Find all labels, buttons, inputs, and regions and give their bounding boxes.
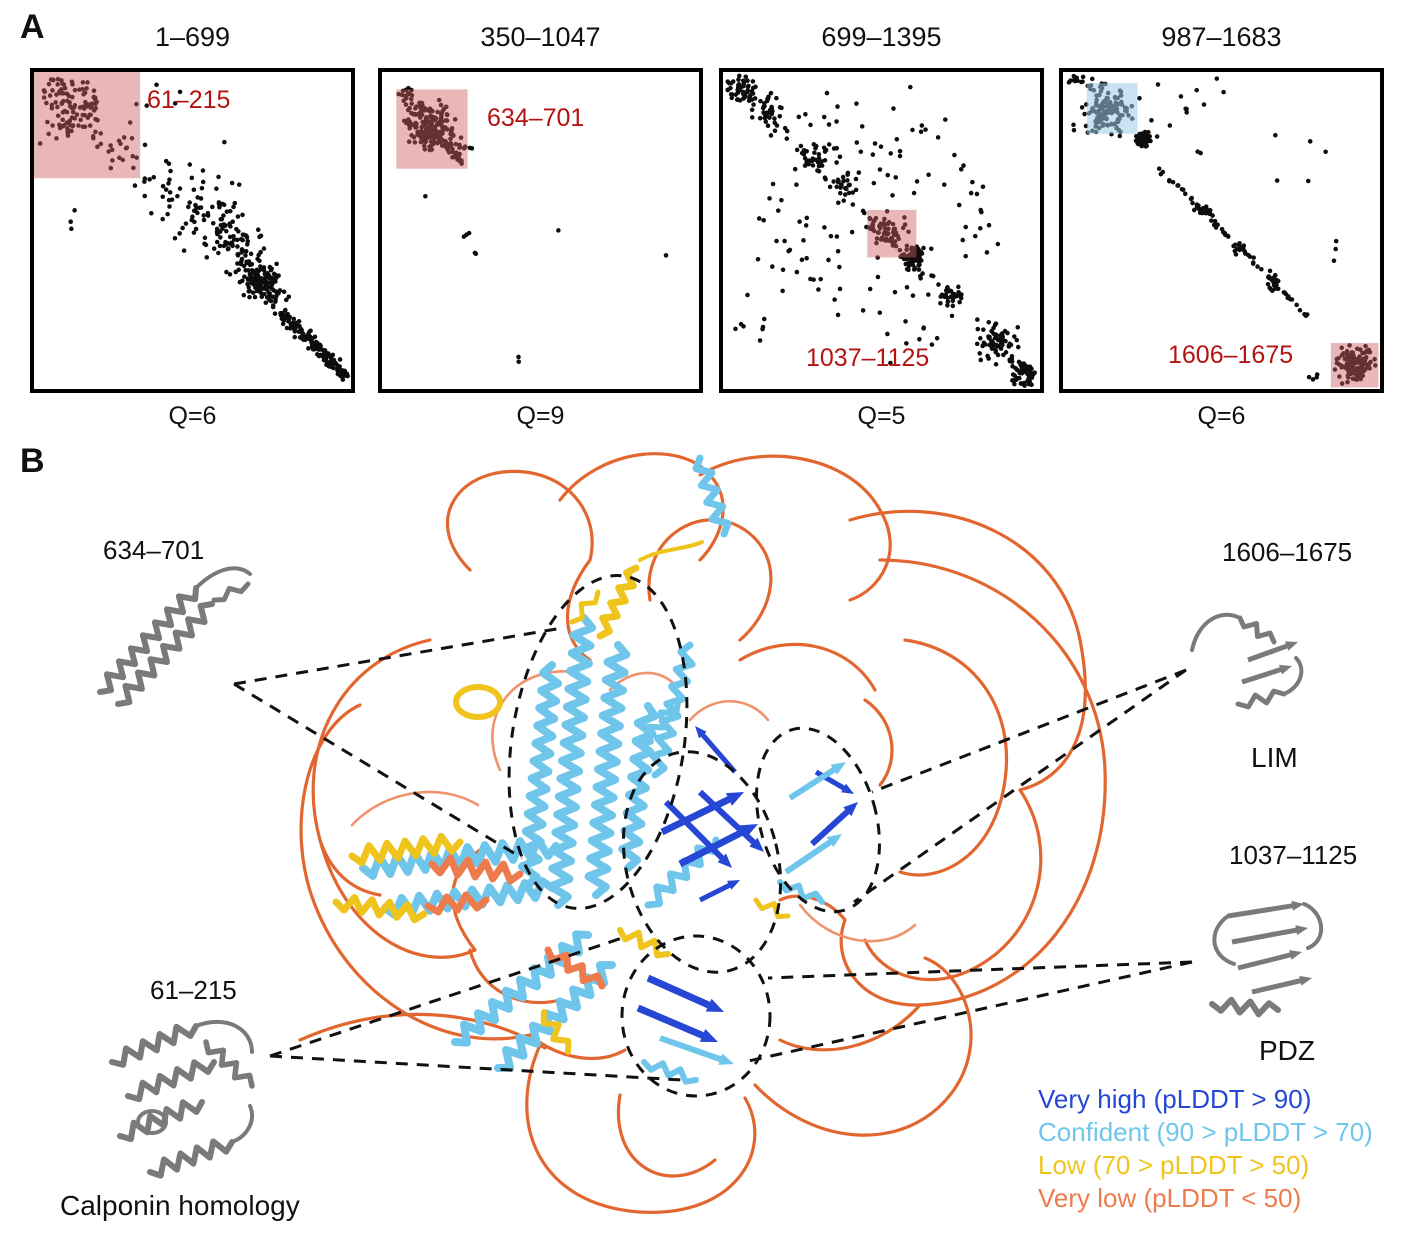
plot-title-3: 699–1395 — [821, 22, 942, 52]
highlight-label-2: 634–701 — [487, 104, 585, 132]
plot-title-2: 350–1047 — [480, 22, 601, 52]
legend-item-0: Very high (pLDDT > 90) — [1038, 1084, 1312, 1114]
contact-map-1 — [30, 68, 355, 393]
legend-item-2: Low (70 > pLDDT > 50) — [1038, 1150, 1310, 1180]
legend-item-1: Confident (90 > pLDDT > 70) — [1038, 1117, 1373, 1147]
panel-b-label: B — [20, 442, 46, 480]
contact-map-4 — [1059, 68, 1384, 393]
domain-range-1606-1675: 1606–1675 — [1222, 537, 1353, 567]
highlight-label-1: 61–215 — [147, 86, 231, 114]
plot-title-4: 987–1683 — [1161, 22, 1282, 52]
domain-range-1037-1125: 1037–1125 — [1229, 840, 1358, 870]
domain-range-61-215: 61–215 — [150, 975, 237, 1005]
protein-structure-illustration — [97, 452, 1324, 1214]
domain-name-lim: LIM — [1251, 742, 1298, 773]
highlight-label-4: 1606–1675 — [1168, 341, 1294, 369]
contact-map-2 — [378, 68, 703, 393]
q-score-1: Q=6 — [168, 402, 217, 430]
q-score-2: Q=9 — [516, 402, 565, 430]
domain-name-calponin-homology: Calponin homology — [60, 1190, 300, 1221]
highlight-label-3: 1037–1125 — [806, 344, 930, 372]
q-score-3: Q=5 — [857, 402, 906, 430]
panel-a-label: A — [20, 8, 46, 46]
q-score-4: Q=6 — [1197, 402, 1246, 430]
legend-item-3: Very low (pLDDT < 50) — [1038, 1183, 1302, 1213]
plddt-legend: Very high (pLDDT > 90) Confident (90 > p… — [1038, 1083, 1373, 1215]
plot-title-1: 1–699 — [154, 22, 231, 52]
contact-map-3 — [719, 68, 1044, 393]
domain-range-634-701: 634–701 — [103, 535, 205, 565]
domain-name-pdz: PDZ — [1259, 1035, 1315, 1066]
